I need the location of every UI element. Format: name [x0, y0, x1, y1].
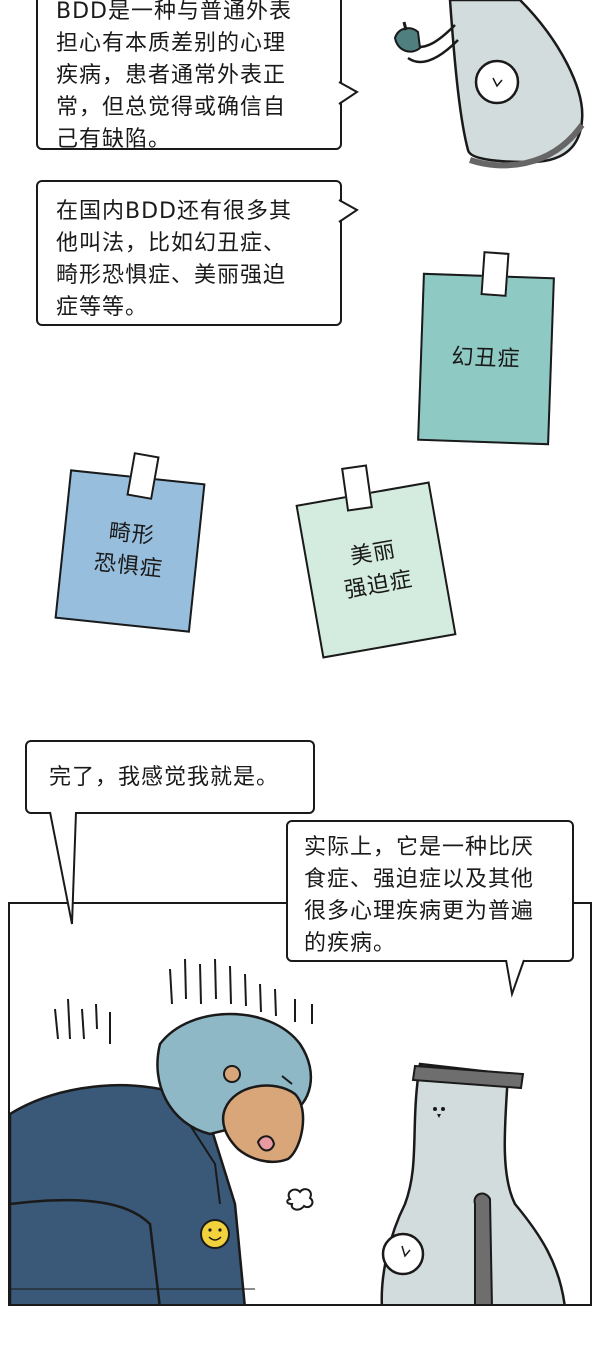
- bubble-tail: [338, 199, 359, 223]
- bubble-tail: [49, 811, 77, 925]
- note-beauty-compulsion: 美丽 强迫症: [295, 481, 457, 659]
- clock-icon: [381, 1232, 425, 1276]
- tape: [341, 464, 373, 512]
- clock-character-top: [393, 0, 585, 169]
- speech-bubble-other-names: 在国内BDD还有很多其 他叫法，比如幻丑症、 畸形恐惧症、美丽强迫 症等等。: [36, 180, 342, 326]
- speech-bubble-boy: 完了，我感觉我就是。: [25, 740, 315, 814]
- speech-bubble-definition: BDD是一种与普通外表 担心有本质差别的心理 疾病，患者通常外表正 常，但总觉得…: [36, 0, 342, 152]
- tape: [480, 251, 510, 297]
- boy-character: [10, 958, 314, 1304]
- bubble-tail: [338, 81, 359, 105]
- bubble-text-boy: 完了，我感觉我就是。: [49, 765, 280, 790]
- speech-bubble-clock: 实际上，它是一种比厌 食症、强迫症以及其他 很多心理疾病更为普遍 的疾病。: [286, 820, 574, 962]
- comic-panel-bottom: [8, 902, 592, 1306]
- clock-icon: [474, 59, 520, 105]
- bubble-text-definition: BDD是一种与普通外表 担心有本质差别的心理 疾病，患者通常外表正 常，但总觉得…: [56, 0, 292, 152]
- smiley-badge-icon: [200, 1219, 230, 1249]
- clock-character-bottom: [380, 1062, 566, 1304]
- note-ugly-syndrome: 幻丑症: [417, 272, 555, 446]
- bubble-text-clock: 实际上，它是一种比厌 食症、强迫症以及其他 很多心理疾病更为普遍 的疾病。: [304, 835, 535, 956]
- bubble-tail: [505, 959, 525, 998]
- bubble-text-other-names: 在国内BDD还有很多其 他叫法，比如幻丑症、 畸形恐惧症、美丽强迫 症等等。: [56, 199, 292, 320]
